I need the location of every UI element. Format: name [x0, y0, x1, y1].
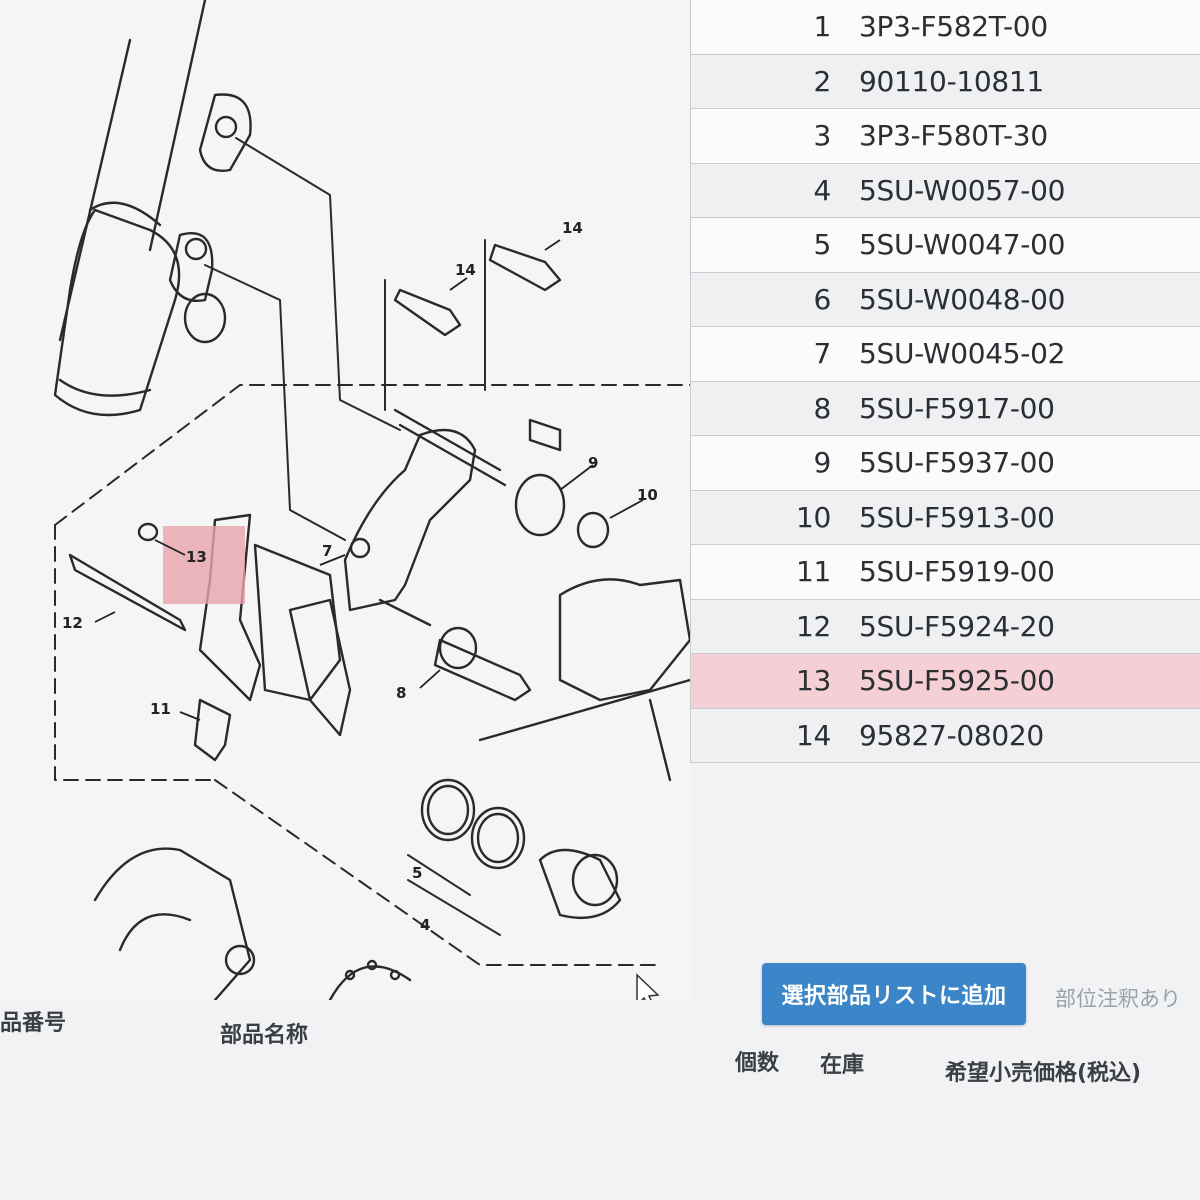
part-ref-number: 12: [795, 609, 831, 643]
callout-8[interactable]: 8: [396, 684, 406, 702]
part-number: 5SU-W0048-00: [859, 282, 1066, 316]
part-number: 5SU-F5937-00: [859, 446, 1055, 479]
brake-pad: [253, 543, 342, 702]
part-number: 5SU-F5919-00: [859, 555, 1055, 588]
fork-tube-outline: [58, 38, 132, 342]
part-ref-number: 2: [813, 64, 831, 98]
parts-table-row[interactable]: 9 5SU-F5937-00: [691, 436, 1200, 491]
seal-5: [420, 778, 476, 842]
upper-mount: [198, 93, 252, 172]
part-ref-number: 5: [813, 228, 831, 261]
header-part-number: 品番号: [0, 1011, 67, 1036]
callout-7[interactable]: 7: [322, 542, 332, 560]
caliper-bracket: [343, 428, 477, 612]
exploded-parts-diagram: 13 12 14 14 9 10 8 11 7 5 4: [0, 0, 690, 1000]
callout-4[interactable]: 4: [420, 916, 430, 934]
part-ref-number: 6: [813, 282, 831, 316]
header-retail-price: 希望小売価格(税込): [945, 1061, 1142, 1086]
parts-table-row[interactable]: 7 5SU-W0045-02: [691, 327, 1200, 382]
part-number: 5SU-F5924-20: [859, 609, 1055, 643]
callout-14a[interactable]: 14: [562, 219, 583, 237]
parts-table-row[interactable]: 1 3P3-F582T-00: [691, 0, 1200, 55]
parts-table-row[interactable]: 11 5SU-F5919-00: [691, 545, 1200, 600]
boot-9: [514, 473, 566, 537]
callout-11[interactable]: 11: [150, 700, 171, 718]
o-ring-13: [137, 522, 159, 542]
part-ref-number: 1: [813, 10, 831, 43]
callout-13[interactable]: 13: [186, 548, 207, 566]
part-number: 3P3-F582T-00: [859, 10, 1048, 43]
seal-10: [576, 511, 610, 549]
parts-table-row[interactable]: 12 5SU-F5924-20: [691, 599, 1200, 654]
callout-12[interactable]: 12: [62, 614, 83, 632]
part-ref-number: 14: [795, 718, 831, 752]
part-ref-number: 8: [813, 391, 831, 425]
parts-table-row[interactable]: 6 5SU-W0048-00: [691, 272, 1200, 327]
part-ref-number: 13: [795, 664, 831, 697]
callout-10[interactable]: 10: [637, 486, 658, 504]
parts-table-row[interactable]: 3 3P3-F580T-30: [691, 109, 1200, 164]
fork-leg: [53, 208, 181, 417]
piston: [538, 848, 622, 919]
part-number: 5SU-F5913-00: [859, 500, 1055, 534]
caliper-body: [558, 578, 690, 702]
pin-12: [68, 553, 187, 632]
add-to-selected-parts-list-button[interactable]: 選択部品リストに追加: [762, 963, 1026, 1025]
lower-mount: [168, 232, 214, 302]
part-number: 5SU-W0057-00: [859, 173, 1066, 207]
parts-table-row[interactable]: 13 5SU-F5925-00: [691, 654, 1200, 709]
parts-table-row[interactable]: 10 5SU-F5913-00: [691, 490, 1200, 545]
part-number: 5SU-W0047-00: [859, 228, 1066, 261]
part-ref-number: 11: [795, 555, 831, 588]
clip-11: [193, 698, 232, 762]
part-ref-number: 3: [813, 119, 831, 152]
header-part-name: 部品名称: [220, 1023, 309, 1048]
hub-casting: [93, 847, 252, 1000]
callout-14b[interactable]: 14: [455, 261, 476, 279]
callout-5[interactable]: 5: [412, 864, 422, 882]
parts-table-row[interactable]: 14 95827-08020: [691, 708, 1200, 763]
header-stock: 在庫: [820, 1053, 865, 1078]
part-number: 90110-10811: [859, 64, 1044, 98]
seal-4: [470, 806, 526, 870]
parts-table-row[interactable]: 4 5SU-W0057-00: [691, 163, 1200, 218]
parts-table-row[interactable]: 8 5SU-F5917-00: [691, 381, 1200, 436]
part-number: 5SU-W0045-02: [859, 337, 1066, 370]
part-number: 3P3-F580T-30: [859, 119, 1048, 152]
part-number: 5SU-F5925-00: [859, 664, 1055, 697]
part-number: 95827-08020: [859, 718, 1044, 752]
part-ref-number: 7: [813, 337, 831, 370]
slide-pin-8: [433, 638, 532, 702]
highlight-box-13: [163, 526, 245, 604]
clip: [528, 418, 562, 452]
parts-table-row[interactable]: 5 5SU-W0047-00: [691, 218, 1200, 273]
parts-table-row[interactable]: 2 90110-10811: [691, 54, 1200, 109]
part-ref-number: 9: [813, 446, 831, 479]
mouse-cursor-icon: [636, 973, 660, 1000]
header-quantity: 個数: [735, 1051, 780, 1076]
diagram-drawing: 13 12 14 14 9 10 8 11 7 5 4: [53, 0, 690, 1000]
bolt-14a: [393, 288, 462, 337]
bolt-14b: [488, 243, 562, 292]
part-ref-number: 10: [795, 500, 831, 534]
part-ref-number: 4: [813, 173, 831, 207]
callout-9[interactable]: 9: [588, 454, 598, 472]
part-number: 5SU-F5917-00: [859, 391, 1055, 425]
location-annotation-link[interactable]: 部位注釈あり: [1055, 987, 1181, 1011]
